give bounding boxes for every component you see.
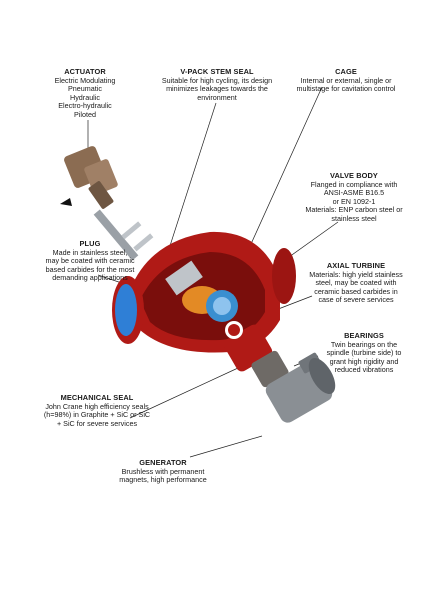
callout-title: PLUG	[79, 239, 101, 248]
callout-actuator: ACTUATOR Electric Modulating Pneumatic H…	[40, 67, 130, 120]
callout-line: Pneumatic	[68, 84, 102, 94]
callout-title: CAGE	[335, 67, 357, 76]
callout-title: MECHANICAL SEAL	[60, 393, 134, 402]
callout-line: Hydraulic	[70, 92, 100, 102]
callout-v-pack-stem-seal: V-PACK STEM SEAL Suitable for high cycli…	[160, 67, 274, 102]
leader-v-pack	[167, 102, 217, 253]
callout-line: demanding applications	[52, 273, 128, 283]
internals	[165, 260, 238, 322]
callout-line: may be coated with ceramic	[45, 256, 135, 266]
leader-generator	[189, 435, 263, 458]
callout-line: spindle (turbine side) to	[326, 348, 402, 358]
callout-line: grant high rigidity and	[329, 356, 399, 366]
callout-line: stainless steel	[331, 213, 377, 223]
callout-line: reduced vibrations	[334, 365, 394, 375]
callout-line: ANSI-ASME B16.5	[323, 188, 385, 198]
callout-bearings: BEARINGS Twin bearings on the spindle (t…	[316, 331, 412, 375]
callout-title: V-PACK STEM SEAL	[180, 67, 254, 76]
callout-line: steel, may be coated with	[315, 278, 397, 288]
generator-body	[251, 350, 336, 423]
callout-axial-turbine: AXIAL TURBINE Materials: high yield stai…	[300, 261, 412, 305]
callout-line: based carbides for the most	[45, 264, 135, 274]
callout-line: Electro-hydraulic	[58, 101, 112, 111]
callout-line: multistage for cavitation control	[296, 84, 396, 94]
callout-title: ACTUATOR	[64, 67, 106, 76]
callout-line: Internal or external, single or	[300, 75, 392, 85]
callout-line: Suitable for high cycling, its design	[161, 75, 273, 85]
callout-line: Twin bearings on the	[330, 339, 398, 349]
actuator-body	[60, 146, 118, 209]
callout-line: Materials: ENP carbon steel or	[305, 205, 403, 215]
callout-line: magnets, high performance	[119, 475, 207, 485]
callout-line: Piloted	[74, 109, 96, 119]
callout-line: Materials: high yield stainless	[309, 269, 403, 279]
callout-line: environment	[197, 92, 237, 102]
callout-line: Brushless with permanent	[121, 466, 205, 476]
callout-line: + SiC for severe services	[56, 418, 138, 428]
callout-line: John Crane high efficiency seals	[45, 401, 149, 411]
valve-stem	[93, 209, 154, 261]
callout-title: GENERATOR	[139, 458, 187, 467]
callout-line: minimizes leakages towards the	[166, 84, 268, 94]
callout-line: or EN 1092-1	[332, 196, 376, 206]
callout-cage: CAGE Internal or external, single or mul…	[284, 67, 408, 94]
callout-mechanical-seal: MECHANICAL SEAL John Crane high efficien…	[32, 393, 162, 428]
callout-line: (h=98%) in Graphite + SiC or SiC	[43, 410, 151, 420]
callout-line: ceramic based carbides in	[314, 286, 398, 296]
callout-valve-body: VALVE BODY Flanged in compliance with AN…	[300, 171, 408, 224]
callout-line: Electric Modulating	[54, 75, 116, 85]
leader-mechanical-seal	[129, 367, 239, 419]
callout-line: case of severe services	[318, 295, 394, 305]
callout-line: Flanged in compliance with	[310, 179, 398, 189]
callout-title: VALVE BODY	[330, 171, 378, 180]
callout-plug: PLUG Made in stainless steel, may be coa…	[34, 239, 146, 283]
callout-title: BEARINGS	[344, 331, 384, 340]
callout-generator: GENERATOR Brushless with permanent magne…	[110, 458, 216, 485]
callout-line: Made in stainless steel,	[52, 247, 128, 257]
callout-title: AXIAL TURBINE	[326, 261, 386, 270]
